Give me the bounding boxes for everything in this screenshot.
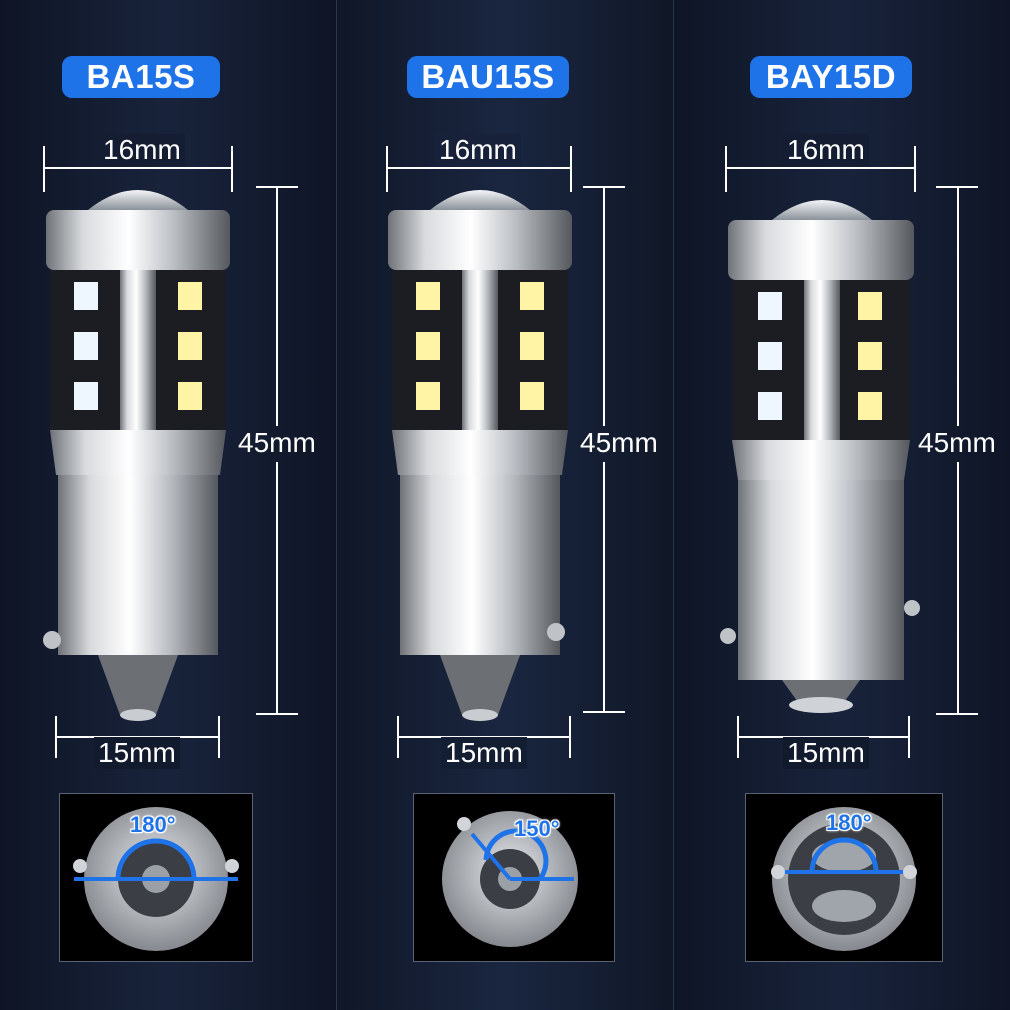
dim-tick (914, 146, 916, 192)
beam-angle-label-2: 150° (514, 816, 560, 841)
dim-tick (43, 146, 45, 192)
base-width-label-1: 15mm (94, 737, 180, 769)
length-label-1: 45mm (238, 427, 316, 458)
model-badge-3: BAY15D (750, 56, 912, 98)
led-bulb-image-2 (388, 190, 572, 721)
beam-angle-label-1: 180° (130, 812, 176, 837)
dim-tick (386, 146, 388, 192)
dim-tick (583, 711, 625, 713)
panel-divider (336, 0, 337, 1010)
dim-line (276, 462, 278, 714)
dim-line (957, 462, 959, 714)
dim-line (276, 186, 278, 426)
beam-angle-view-1: 180° (59, 793, 253, 962)
base-width-label-2: 15mm (441, 737, 527, 769)
length-label-2: 45mm (580, 427, 658, 458)
dim-line (603, 186, 605, 426)
dim-line (386, 167, 572, 169)
base-width-label-3: 15mm (783, 737, 869, 769)
dim-tick (725, 146, 727, 192)
dim-tick (936, 713, 978, 715)
dim-tick (231, 146, 233, 192)
dim-line (725, 167, 916, 169)
led-bulb-image-3 (720, 200, 920, 713)
dim-line (43, 167, 233, 169)
top-width-label-3: 16mm (783, 134, 869, 166)
dim-tick (570, 146, 572, 192)
dim-line (957, 186, 959, 426)
length-label-3: 45mm (918, 427, 996, 458)
top-width-label-1: 16mm (99, 134, 185, 166)
beam-angle-view-3: 180° (745, 793, 943, 962)
model-badge-2: BAU15S (407, 56, 569, 98)
panel-divider (673, 0, 674, 1010)
beam-angle-label-3: 180° (826, 810, 872, 835)
top-width-label-2: 16mm (435, 134, 521, 166)
led-bulb-image-1 (43, 190, 230, 721)
model-badge-1: BA15S (62, 56, 220, 98)
dim-tick (256, 713, 298, 715)
dim-line (603, 462, 605, 712)
beam-angle-view-2: 150° (413, 793, 615, 962)
